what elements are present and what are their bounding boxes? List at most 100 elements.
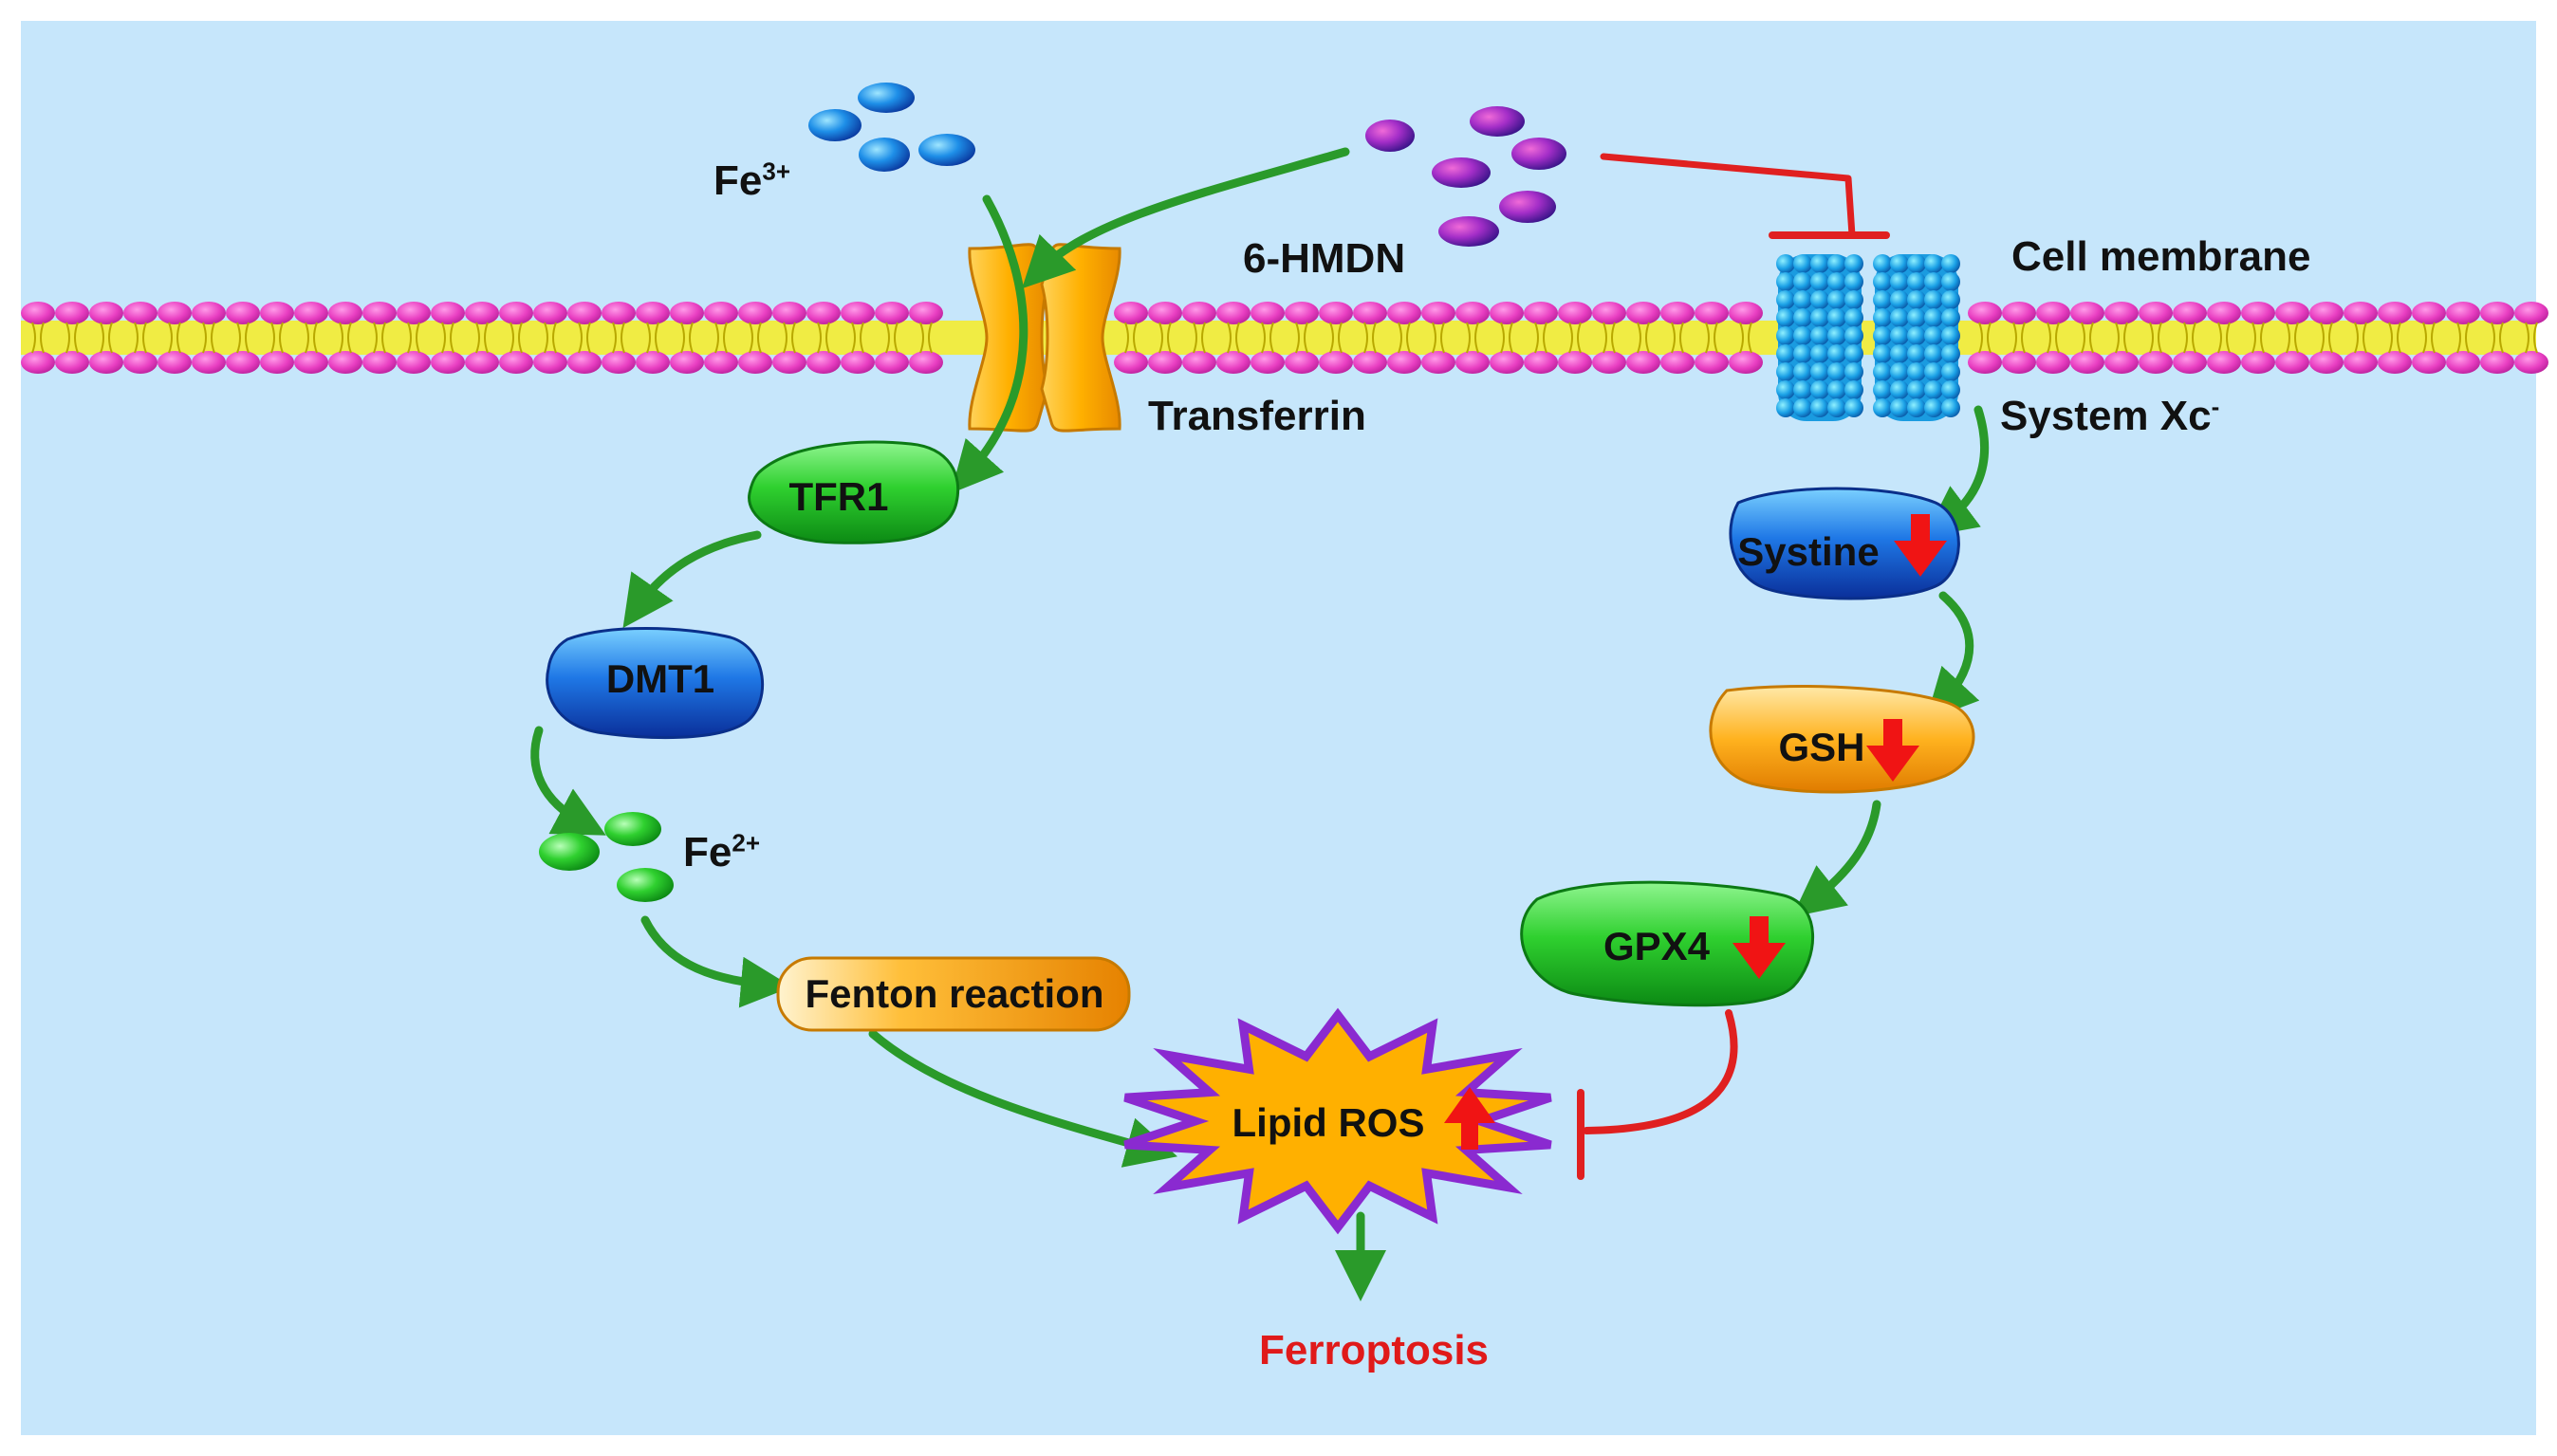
membrane-head-outer [1968,302,2002,324]
transporter-bead [1810,344,1829,363]
systine-label: Systine [1737,529,1880,574]
membrane-head-outer [2378,302,2412,324]
transporter-bead [1793,380,1812,399]
transporter-bead [1810,326,1829,345]
transporter-bead [1924,398,1943,417]
membrane-lipid-tail [2525,322,2538,354]
membrane-head-outer [2514,302,2548,324]
transporter-bead [1810,272,1829,291]
membrane-head-inner [2480,351,2514,374]
membrane-head-inner [2446,351,2480,374]
transporter-bead [1793,272,1812,291]
membrane-lipid-tail [270,322,284,354]
membrane-head-outer [1421,302,1455,324]
transporter-bead [1827,290,1846,309]
transporter-bead [1924,380,1943,399]
membrane-lipid-tail [2422,322,2436,354]
hmdn-molecules [1365,106,1566,247]
membrane-lipid-tail [1295,322,1308,354]
membrane-lipid-tail [1398,322,1411,354]
membrane-lipid-tail [168,322,181,354]
membrane-lipid-tail [510,322,523,354]
membrane-head-inner [602,351,636,374]
transporter-bead [1844,272,1863,291]
membrane-head-outer [1729,302,1763,324]
membrane-lipid-tail [1705,322,1718,354]
membrane-head-inner [192,351,226,374]
lipid-ros-burst [1123,1007,1552,1235]
transporter-bead [1776,362,1795,381]
membrane-head-outer [328,302,362,324]
transporter-bead [1907,308,1926,327]
fenton-reaction-node [776,956,1131,1032]
transporter-bead [1941,290,1960,309]
transporter-bead [1873,398,1892,417]
transporter-bead [1941,326,1960,345]
membrane-head-inner [2070,351,2104,374]
transporter-bead [1873,362,1892,381]
membrane-lipid-tail [2183,322,2196,354]
transferrin-label: Transferrin [1148,393,1366,439]
membrane-head-outer [2070,302,2104,324]
membrane-head-outer [1285,302,1319,324]
hmdn-inhibits-systemxc [1600,153,1856,239]
membrane-head-outer [2036,302,2070,324]
membrane-head-inner [1592,351,1626,374]
transporter-bead [1924,326,1943,345]
membrane-head-inner [806,351,841,374]
membrane-head-inner [2104,351,2139,374]
membrane-head-outer [875,302,909,324]
membrane-head-outer [1182,302,1216,324]
membrane-head-inner [1421,351,1455,374]
membrane-head-outer [2207,302,2241,324]
transporter-bead [1924,290,1943,309]
membrane-lipid-tail [817,322,830,354]
membrane-lipid-tail [407,322,420,354]
membrane-lipid-tail [2354,322,2367,354]
transporter-bead [1810,290,1829,309]
membrane-lipid-tail [2251,322,2265,354]
cell-membrane-label: Cell membrane [2011,233,2311,280]
fe3-label: Fe3+ [713,157,791,204]
membrane-lipid-tail [1193,322,1206,354]
transporter-bead [1776,290,1795,309]
transporter-bead [1776,254,1795,273]
membrane-head-outer [362,302,397,324]
membrane-lipid-tail [373,322,386,354]
membrane-head-outer [2002,302,2036,324]
membrane-head-inner [1285,351,1319,374]
membrane-head-inner [89,351,123,374]
membrane-head-inner [1319,351,1353,374]
membrane-head-outer [2275,302,2309,324]
membrane-head-outer [1251,302,1285,324]
membrane-head-inner [636,351,670,374]
membrane-lipid-tail [714,322,728,354]
membrane-head-inner [294,351,328,374]
transporter-bead [1844,380,1863,399]
membrane-head-inner [55,351,89,374]
membrane-head-outer [602,302,636,324]
gpx4-node [1520,880,1814,1007]
transporter-bead [1776,398,1795,417]
lipid-ros-label: Lipid ROS [1232,1100,1425,1145]
fe2-ions [539,812,674,902]
membrane-head-outer [1387,302,1421,324]
transporter-bead [1810,380,1829,399]
membrane-lipid-tail [2286,322,2299,354]
membrane-lipid-tail [2456,322,2470,354]
transporter-bead [1776,272,1795,291]
transporter-bead [1907,380,1926,399]
membrane-head-outer [55,302,89,324]
transporter-bead [1810,362,1829,381]
membrane-head-outer [1558,302,1592,324]
transferrin-channel [968,243,1121,433]
membrane-head-outer [909,302,943,324]
transporter-bead [1873,290,1892,309]
membrane-head-inner [738,351,772,374]
membrane-head-outer [2173,302,2207,324]
transporter-bead [1941,344,1960,363]
transporter-bead [1827,398,1846,417]
membrane-head-inner [431,351,465,374]
membrane-lipid-tail [236,322,250,354]
membrane-lipid-tail [2217,322,2231,354]
